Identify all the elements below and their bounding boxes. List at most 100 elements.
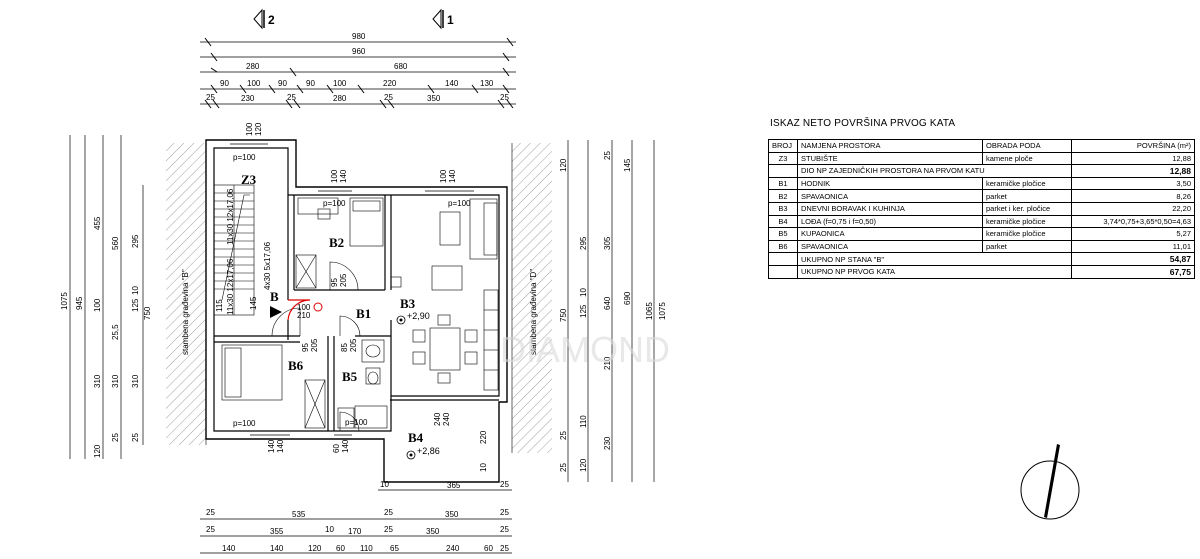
table-row: B3 DNEVNI BORAVAK I KUHINJA parket i ker… (768, 201, 1195, 216)
row-area: 12,88 (1071, 164, 1195, 178)
row-area: 3,74*0,75+3,65*0,50=4,63 (1071, 214, 1195, 229)
dim-left-945: 945 (75, 296, 84, 310)
dim-left-25-5: 25,5 (111, 324, 120, 340)
row-code: B4 (768, 214, 798, 229)
dim-left-100: 100 (93, 298, 102, 312)
dim-right-305: 305 (603, 236, 612, 250)
table-row: B1 HODNIK keramičke pločice 3,50 (768, 176, 1195, 191)
dim-right-25c: 25 (603, 151, 612, 160)
entrance-arrow-icon (270, 306, 282, 318)
room-label-b4: B4 (408, 430, 424, 445)
dim-145: 145 (249, 296, 258, 310)
dim-bot3-25a: 25 (206, 525, 215, 534)
left-dimensions (69, 135, 144, 459)
header-broj: BROJ (768, 139, 798, 153)
dim-bot4-140b: 140 (270, 544, 284, 553)
stair-dim-3: 4x30 5x17,06 (263, 241, 272, 290)
row-code (768, 164, 798, 178)
table-row: UKUPNO NP STANA "B" 54,87 (768, 252, 1195, 266)
table-row: Z3 STUBIŠTE kamene ploče 12,88 (768, 151, 1195, 166)
dim-bot4-25: 25 (500, 544, 509, 553)
row-code: B6 (768, 239, 798, 254)
row-name: SPAVAONICA (797, 189, 983, 203)
dim-top-25b: 25 (287, 93, 296, 102)
header-povrsina: POVRŠINA (m²) (1071, 139, 1195, 153)
area-table-title: ISKAZ NETO POVRŠINA PRVOG KATA (770, 118, 956, 129)
dim-top-280b: 280 (333, 94, 347, 103)
table-row: UKUPNO NP PRVOG KATA 67,75 (768, 264, 1195, 279)
dim-top-25d: 25 (500, 93, 509, 102)
dim-bot4-110: 110 (360, 544, 373, 553)
room-label-b: B (270, 289, 279, 304)
neighbour-building-right: stambena građevina "D" (511, 143, 552, 453)
row-floor: keramičke pločice (982, 214, 1072, 229)
dim-bot2-25c: 25 (500, 508, 509, 517)
dim-left-120: 120 (93, 444, 102, 458)
room-label-z3: Z3 (241, 172, 257, 187)
dim-top-230: 230 (241, 94, 255, 103)
dim-bot2-350: 350 (445, 510, 459, 519)
dim-top-140: 140 (445, 79, 459, 88)
dim-b3-140: 140 (448, 169, 457, 183)
section-marker-1: 1 (432, 8, 454, 30)
row-area: 54,87 (1071, 252, 1195, 266)
dim-bot3-25b: 25 (384, 525, 393, 534)
dim-p100-b3: p=100 (448, 199, 471, 208)
dim-right-10: 10 (579, 288, 588, 297)
row-code: Z3 (768, 151, 798, 166)
north-arrow-icon (1020, 444, 1080, 520)
side-label-right: stambena građevina "D" (529, 269, 538, 355)
row-name: UKUPNO NP STANA "B" (797, 252, 1072, 266)
dim-b3-100: 100 (439, 169, 448, 183)
dim-b5-win-140: 140 (341, 439, 350, 453)
dim-right-120b: 120 (579, 458, 588, 472)
dim-top-960: 960 (352, 47, 366, 56)
dim-bot4-240: 240 (446, 544, 460, 553)
dim-left-750: 750 (143, 306, 152, 320)
dim-top-100a: 100 (247, 79, 261, 88)
dim-right-640: 640 (603, 296, 612, 310)
row-name: DIO NP ZAJEDNIČKIH PROSTORA NA PRVOM KAT… (797, 164, 1072, 178)
row-name: STUBIŠTE (797, 151, 983, 166)
dim-top-980: 980 (352, 32, 366, 41)
level-b3: +2,90 (407, 311, 430, 321)
row-area: 11,01 (1071, 239, 1195, 254)
dim-bot3-355: 355 (270, 527, 284, 536)
dim-left-295: 295 (131, 234, 140, 248)
dim-right-1065: 1065 (645, 302, 654, 320)
dim-right-295: 295 (579, 236, 588, 250)
dim-bot4-120: 120 (308, 544, 322, 553)
dim-bot3-350: 350 (426, 527, 440, 536)
dim-door-210: 210 (297, 311, 311, 320)
side-label-left: stambena građevina "B" (181, 269, 190, 355)
table-row: DIO NP ZAJEDNIČKIH PROSTORA NA PRVOM KAT… (768, 164, 1195, 178)
row-area: 12,88 (1071, 151, 1195, 166)
dim-z3-100: 100 (245, 122, 254, 136)
dim-b4-240a: 240 (433, 412, 442, 426)
dim-p100-b2: p=100 (323, 199, 346, 208)
dim-115: 115 (215, 299, 224, 312)
level-marker-b4: +2,86 (406, 446, 440, 460)
row-floor: parket i ker. pločice (982, 201, 1072, 216)
dim-p100-b6: p=100 (233, 419, 256, 428)
dim-bot4-60b: 60 (484, 544, 493, 553)
dim-left-10: 10 (131, 286, 140, 295)
row-code: B3 (768, 201, 798, 216)
row-code: B5 (768, 227, 798, 241)
dim-right-120: 120 (559, 158, 568, 172)
top-dimensions (200, 37, 516, 109)
dim-right-145: 145 (623, 158, 632, 172)
dim-bot-10: 10 (380, 480, 389, 489)
row-code (768, 264, 798, 279)
dim-bot3-170: 170 (348, 527, 362, 536)
dim-left-310c: 310 (131, 374, 140, 388)
row-area: 67,75 (1071, 264, 1195, 279)
dim-left-310b: 310 (111, 374, 120, 388)
dim-bot4-140a: 140 (222, 544, 236, 553)
row-floor: parket (982, 189, 1072, 203)
stair-dim-1: 11x30 12x17,06 (226, 188, 235, 245)
section-label-1: 1 (447, 13, 454, 27)
dim-bot4-60a: 60 (336, 544, 345, 553)
table-row: B6 SPAVAONICA parket 11,01 (768, 239, 1195, 254)
staircase (213, 184, 255, 316)
